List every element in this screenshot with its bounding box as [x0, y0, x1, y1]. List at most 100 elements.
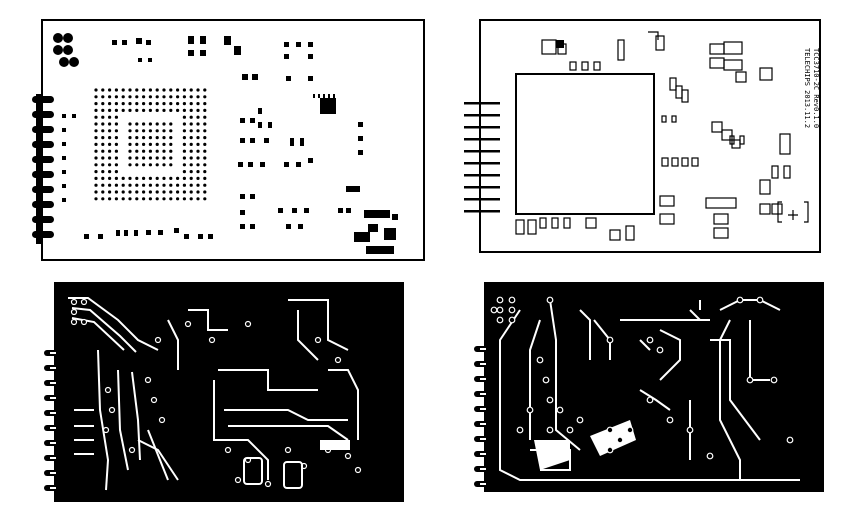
smd-pad: [62, 142, 66, 146]
panel-top-paste: [28, 18, 428, 268]
bga-ball: [128, 108, 132, 112]
via: [626, 426, 634, 434]
bga-ball: [121, 102, 125, 106]
silk-text-line2: TELECHIPS 2013.11.2: [803, 48, 811, 128]
smd-pad: [62, 114, 66, 118]
smd-pad: [392, 214, 398, 220]
silk-outline: [771, 203, 783, 215]
bga-ball: [108, 190, 112, 194]
bga-ball: [203, 176, 207, 180]
connector-finger: [464, 102, 500, 105]
smd-pad: [124, 230, 128, 236]
connector-finger: [32, 231, 54, 238]
trace: [137, 439, 179, 481]
bga-ball: [128, 122, 132, 126]
smd-pad: [284, 54, 289, 59]
bga-ball: [196, 176, 200, 180]
bga-ball: [101, 149, 105, 153]
connector-finger-pad: [50, 397, 56, 399]
connector-finger: [32, 156, 54, 163]
silk-outline: [711, 121, 723, 133]
bga-ball: [142, 136, 146, 140]
via: [736, 296, 744, 304]
bga-ball: [148, 122, 152, 126]
bga-ball: [135, 163, 139, 167]
smd-pad: [224, 36, 231, 45]
copper-pour: [534, 440, 570, 470]
bga-ball: [94, 142, 98, 146]
trace: [689, 309, 710, 321]
smd-pad: [346, 186, 360, 192]
bga-ball: [189, 183, 193, 187]
bga-ball: [162, 136, 166, 140]
smd-pad: [346, 208, 351, 213]
trace: [147, 429, 169, 481]
bga-ball: [108, 102, 112, 106]
fiducial-pad: [69, 57, 79, 67]
bga-ball: [101, 115, 105, 119]
via: [234, 476, 242, 484]
smd-pad: [284, 162, 289, 167]
edge-connector: [464, 102, 500, 214]
via: [80, 318, 88, 326]
smd-pad: [300, 138, 304, 146]
trace: [297, 310, 319, 361]
via: [666, 416, 674, 424]
bga-ball: [189, 176, 193, 180]
silk-component-outlines: [515, 31, 809, 241]
smd-pad: [308, 54, 313, 59]
silk-outline: [617, 39, 625, 61]
via: [184, 320, 192, 328]
bga-ball: [189, 156, 193, 160]
bga-ball: [196, 142, 200, 146]
connector-finger-pad: [50, 382, 56, 384]
connector-spine: [36, 94, 42, 244]
via: [70, 298, 78, 306]
bga-ball: [101, 163, 105, 167]
bga-ball: [128, 129, 132, 133]
connector-finger-pad: [50, 487, 56, 489]
bga-ball: [196, 136, 200, 140]
connector-finger: [464, 210, 500, 213]
bga-ball: [169, 156, 173, 160]
copper-pad: [283, 461, 303, 489]
smd-pad: [298, 224, 303, 229]
silk-pin1: [556, 40, 564, 48]
bottom-copper-layer: [474, 282, 824, 492]
smd-pads: [53, 33, 398, 254]
via: [508, 316, 516, 324]
bga-ball: [108, 108, 112, 112]
copper-vias: [490, 296, 794, 460]
bga-ball: [196, 197, 200, 201]
bga-ball: [148, 129, 152, 133]
fiducial-pad: [53, 33, 63, 43]
bga-ball: [142, 108, 146, 112]
silk-outline: [759, 179, 771, 195]
bga-ball: [203, 190, 207, 194]
silk-outline: [563, 217, 571, 229]
fiducial-pad: [59, 57, 69, 67]
bga-ball: [135, 142, 139, 146]
bga-ball: [203, 95, 207, 99]
bga-ball: [169, 197, 173, 201]
bga-ball: [162, 197, 166, 201]
via: [154, 336, 162, 344]
bga-ball: [148, 95, 152, 99]
silk-plus: [788, 210, 798, 220]
trace: [68, 297, 159, 351]
connector-finger: [32, 171, 54, 178]
trace: [131, 371, 141, 461]
via: [546, 396, 554, 404]
silk-outline: [735, 71, 747, 83]
smd-pad: [260, 162, 265, 167]
bga-ball: [101, 197, 105, 201]
smd-pad: [354, 232, 370, 242]
smd-pad: [62, 184, 66, 188]
connector-finger-pad: [50, 472, 56, 474]
smd-pad: [234, 46, 241, 55]
bga-ball: [155, 108, 159, 112]
bga-ball: [189, 88, 193, 92]
silk-outline: [551, 217, 559, 229]
bga-ball: [203, 197, 207, 201]
smd-pad: [252, 74, 258, 80]
